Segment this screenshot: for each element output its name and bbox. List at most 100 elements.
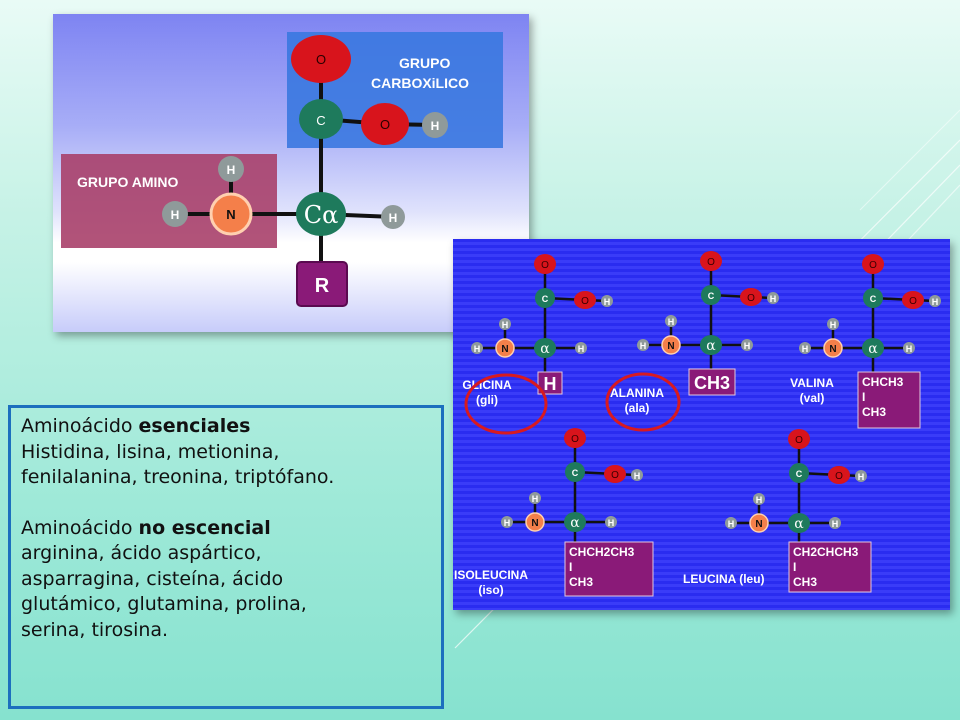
highlight-circle	[605, 372, 681, 432]
side-chain-label: I	[793, 560, 796, 574]
hydrogen-atom-hydroxyl	[422, 112, 448, 138]
atom-label: α	[706, 338, 716, 354]
atom-label: H	[830, 320, 837, 330]
atom-label: O	[869, 260, 877, 271]
atom-label: α	[868, 341, 878, 357]
oxygen-atom	[862, 254, 884, 274]
atom-label: O	[611, 470, 619, 481]
alpha-carbon-atom	[564, 512, 586, 532]
atom-label: H	[474, 344, 481, 354]
oxygen-atom	[788, 429, 810, 449]
hydrogen-atom	[725, 517, 737, 529]
amino-acid-name: GLICINA	[462, 378, 512, 392]
oxygen-atom	[902, 291, 924, 309]
atom-label: H	[744, 341, 751, 351]
side-chain-box	[688, 368, 736, 396]
atom-label: H	[504, 518, 511, 528]
atom-label: H	[802, 344, 809, 354]
atom-label: C	[796, 469, 803, 479]
amino-acid-abbreviation: (ala)	[625, 401, 650, 415]
atom-label: O	[747, 293, 755, 304]
carbon-atom	[565, 462, 585, 482]
atom-label: H	[932, 297, 939, 307]
atom-label: H	[389, 211, 398, 225]
atom-label: α	[570, 515, 580, 531]
nonessential-list-line: glutámico, glutamina, prolina,	[21, 593, 307, 615]
atom-label: H	[431, 119, 440, 133]
nitrogen-atom	[495, 338, 515, 358]
amino-acid-name: ALANINA	[610, 386, 664, 400]
side-chain-label: H	[544, 374, 557, 394]
hydrogen-atom	[501, 516, 513, 528]
hydrogen-atom-n-top	[218, 156, 244, 182]
side-chain-label: I	[569, 560, 572, 574]
atom-label: H	[227, 163, 236, 177]
amino-acid-abbreviation: (iso)	[478, 583, 503, 597]
hydrogen-atom	[827, 318, 839, 330]
side-chain-label: CHCH3	[862, 375, 904, 389]
nonessential-heading: Aminoácido no escencial	[21, 516, 271, 539]
atom-label: H	[640, 341, 647, 351]
oxygen-atom	[574, 291, 596, 309]
atom-label: H	[728, 519, 735, 529]
hydrogen-atom	[929, 295, 941, 307]
oxygen-atom	[740, 288, 762, 306]
amino-acid-name: VALINA	[790, 376, 834, 390]
side-chain-label: CH3	[569, 575, 593, 589]
hydrogen-atom	[631, 469, 643, 481]
atom-label: H	[171, 208, 180, 222]
nitrogen-atom	[525, 512, 545, 532]
atom-label: H	[502, 320, 509, 330]
carboxyl-group-label: GRUPO	[399, 55, 450, 71]
highlight-circle	[464, 373, 548, 435]
atom-label: H	[604, 297, 611, 307]
alpha-carbon-atom	[700, 335, 722, 355]
hydrogen-atom	[741, 339, 753, 351]
atom-label: O	[316, 52, 326, 67]
alpha-carbon-atom	[534, 338, 556, 358]
carbon-atom	[701, 285, 721, 305]
hydrogen-atom-alpha	[381, 205, 405, 229]
side-chain-label: CH2CHCH3	[793, 545, 859, 559]
carbon-atom	[299, 99, 343, 139]
atom-label: H	[858, 472, 865, 482]
hydrogen-atom	[471, 342, 483, 354]
atom-label: H	[608, 518, 615, 528]
carbon-atom	[535, 288, 555, 308]
atom-label: Cα	[304, 201, 339, 229]
hydrogen-atom-n-left	[162, 201, 188, 227]
atom-label: O	[707, 257, 715, 268]
side-chain-label: CH3	[694, 373, 730, 393]
atom-label: H	[532, 494, 539, 504]
oxygen-atom	[604, 465, 626, 483]
nitrogen-atom	[823, 338, 843, 358]
carboxyl-group-label-2: CARBOXiLICO	[371, 75, 469, 91]
atom-label: H	[770, 294, 777, 304]
hydrogen-atom	[499, 318, 511, 330]
atom-label: H	[668, 317, 675, 327]
atom-label: H	[756, 495, 763, 505]
hydrogen-atom	[605, 516, 617, 528]
atom-label: C	[542, 294, 549, 304]
alpha-carbon-atom	[862, 338, 884, 358]
carbon-atom	[863, 288, 883, 308]
atom-label: α	[540, 341, 550, 357]
hydrogen-atom	[753, 493, 765, 505]
side-chain-box	[857, 371, 921, 429]
hydrogen-atom	[829, 517, 841, 529]
oxygen-atom	[564, 428, 586, 448]
nitrogen-atom	[749, 513, 769, 533]
amino-acid-abbreviation: (gli)	[476, 393, 498, 407]
r-side-chain-box	[296, 261, 348, 307]
essential-list-line: fenilalanina, treonina, triptófano.	[21, 466, 335, 488]
oxygen-atom	[700, 251, 722, 271]
atom-label: C	[870, 294, 877, 304]
carbon-atom	[789, 463, 809, 483]
nitrogen-atom	[209, 192, 253, 236]
amino-acid-classification-box: Aminoácido esenciales Histidina, lisina,…	[8, 405, 444, 709]
side-chain-label: R	[315, 275, 330, 297]
alpha-carbon-atom	[296, 192, 346, 236]
oxygen-atom-hydroxyl	[361, 103, 409, 145]
amino-acid-name: ISOLEUCINA	[454, 568, 528, 582]
